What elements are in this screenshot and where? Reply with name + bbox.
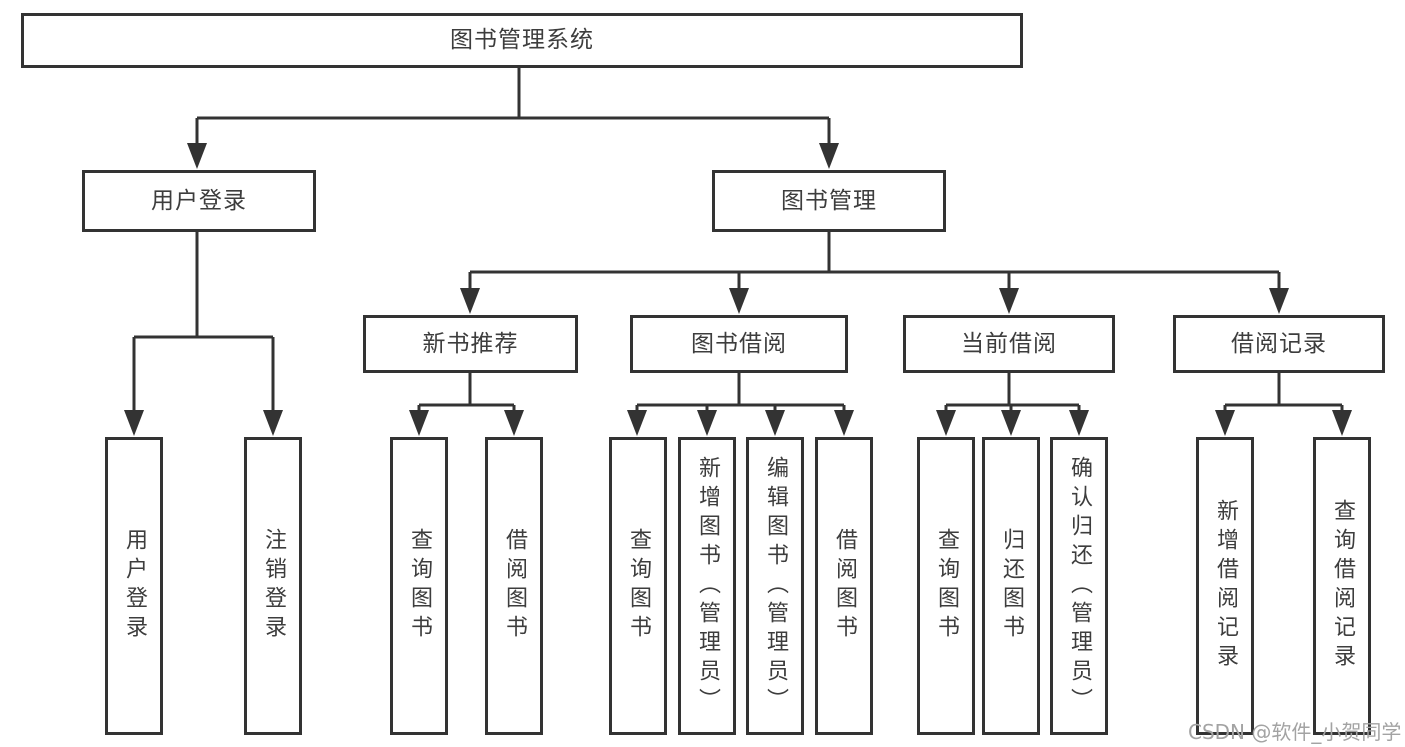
node-label: 借阅图书	[502, 528, 527, 644]
node-label: 查询借阅记录	[1330, 499, 1355, 673]
node-new-book-recommend: 新书推荐	[363, 315, 578, 373]
leaf-edit-books-admin: 编辑图书（管理员）	[746, 437, 804, 735]
node-label: 归还图书	[999, 528, 1024, 644]
leaf-user-login: 用户登录	[105, 437, 163, 735]
node-label: 新增图书（管理员）	[695, 455, 720, 717]
leaf-add-books-admin: 新增图书（管理员）	[678, 437, 736, 735]
node-label: 新书推荐	[422, 330, 519, 357]
leaf-confirm-return-admin: 确认归还（管理员）	[1050, 437, 1108, 735]
node-label: 查询图书	[934, 528, 959, 644]
node-label: 新增借阅记录	[1213, 499, 1238, 673]
node-label: 图书借阅	[691, 330, 787, 357]
node-label: 借阅记录	[1231, 330, 1327, 357]
node-system-title: 图书管理系统	[21, 13, 1023, 68]
leaf-borrow-books: 借阅图书	[815, 437, 873, 735]
leaf-logout: 注销登录	[244, 437, 302, 735]
node-label: 图书管理	[781, 187, 877, 214]
node-label: 注销登录	[261, 528, 286, 644]
node-label: 编辑图书（管理员）	[763, 455, 788, 717]
node-label: 查询图书	[407, 528, 432, 644]
csdn-watermark: CSDN @软件_小贺同学	[1188, 720, 1402, 744]
leaf-query-borrow-record: 查询借阅记录	[1313, 437, 1371, 735]
node-label: 图书管理系统	[450, 27, 594, 53]
node-label: 查询图书	[626, 528, 651, 644]
node-label: 用户登录	[122, 528, 147, 644]
leaf-return-books: 归还图书	[982, 437, 1040, 735]
leaf-query-books: 查询图书	[390, 437, 448, 735]
leaf-query-books: 查询图书	[609, 437, 667, 735]
node-label: 确认归还（管理员）	[1067, 455, 1092, 717]
node-user-login: 用户登录	[82, 170, 316, 232]
leaf-borrow-books: 借阅图书	[485, 437, 543, 735]
leaf-query-books: 查询图书	[917, 437, 975, 735]
node-current-borrow: 当前借阅	[903, 315, 1115, 373]
node-label: 借阅图书	[832, 528, 857, 644]
node-label: 用户登录	[151, 187, 247, 214]
node-borrow-record: 借阅记录	[1173, 315, 1385, 373]
node-book-borrow: 图书借阅	[630, 315, 848, 373]
node-book-management: 图书管理	[712, 170, 946, 232]
node-label: 当前借阅	[961, 330, 1057, 357]
leaf-add-borrow-record: 新增借阅记录	[1196, 437, 1254, 735]
